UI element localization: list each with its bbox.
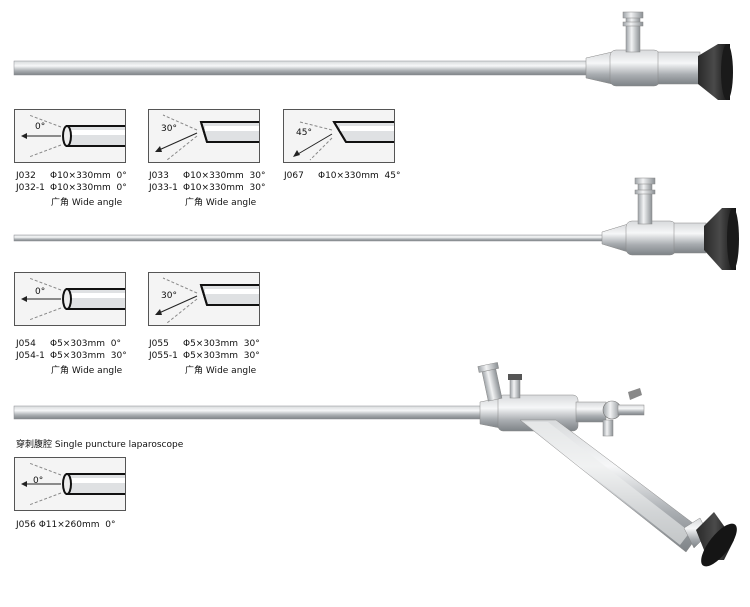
model-code: J055 xyxy=(149,339,169,349)
angle-label: 45° xyxy=(296,128,312,138)
model-spec-line: J055 Φ5×303mm 30° xyxy=(149,339,260,350)
angle-label: 30° xyxy=(161,124,177,134)
model-code: J056 xyxy=(16,520,36,530)
model-spec: Φ5×303mm 0° xyxy=(50,339,122,349)
model-spec-line: J055-1 Φ5×303mm 30° xyxy=(149,351,260,362)
model-code: J033 xyxy=(149,171,169,181)
model-spec-line: J033-1 Φ10×330mm 30° xyxy=(149,183,265,194)
model-spec-line: J056 Φ11×260mm 0° xyxy=(16,520,115,531)
model-spec: Φ5×303mm 30° xyxy=(50,351,127,361)
wide-angle-note: 广角 Wide angle xyxy=(185,198,257,208)
model-spec-line: J054-1 Φ5×303mm 30° xyxy=(16,351,127,362)
model-code: J032-1 xyxy=(16,183,45,193)
laparoscope-caption: 穿刺腹腔 Single puncture laparoscope xyxy=(16,440,184,450)
lens-diagram-30deg xyxy=(155,114,259,161)
model-spec: Φ10×330mm 0° xyxy=(50,171,127,181)
model-code: J032 xyxy=(16,171,36,181)
lens-diagram-45deg xyxy=(293,121,394,161)
model-spec: Φ10×330mm 30° xyxy=(183,171,266,181)
laparoscope-illustration xyxy=(13,362,737,567)
model-spec-line: J054 Φ5×303mm 0° xyxy=(16,339,121,350)
wide-angle-note: 广角 Wide angle xyxy=(51,366,123,376)
model-spec-line: J032-1 Φ10×330mm 0° xyxy=(16,183,127,194)
model-spec: Φ5×303mm 30° xyxy=(183,351,260,361)
model-spec-line: J033 Φ10×330mm 30° xyxy=(149,171,265,182)
model-spec-line: J032 Φ10×330mm 0° xyxy=(16,171,127,182)
angle-label: 30° xyxy=(161,291,177,301)
model-code: J033-1 xyxy=(149,183,178,193)
model-spec: Φ5×303mm 30° xyxy=(183,339,260,349)
wide-angle-note: 广角 Wide angle xyxy=(185,366,257,376)
view-angle-panel-30deg: 30° xyxy=(148,272,260,326)
model-code: J067 xyxy=(284,171,304,181)
angle-label: 0° xyxy=(33,476,44,486)
lens-diagram-0deg xyxy=(21,114,125,158)
view-angle-panel-30deg: 30° xyxy=(148,109,260,163)
model-code: J055-1 xyxy=(149,351,178,361)
lens-diagram-0deg xyxy=(21,277,125,321)
scope-5mm-illustration xyxy=(13,177,739,270)
lens-diagram-30deg xyxy=(155,277,259,324)
model-spec: Φ10×330mm 45° xyxy=(318,171,401,181)
lens-diagram-0deg xyxy=(21,462,125,506)
model-code: J054 xyxy=(16,339,36,349)
model-spec: Φ11×260mm 0° xyxy=(38,520,116,530)
view-angle-panel-45deg: 45° xyxy=(283,109,395,163)
angle-label: 0° xyxy=(35,287,46,297)
model-code: J054-1 xyxy=(16,351,45,361)
view-angle-panel-0deg: 0° xyxy=(14,109,126,163)
model-spec-line: J067 Φ10×330mm 45° xyxy=(284,171,400,182)
scope-10mm-illustration xyxy=(13,11,733,100)
view-angle-panel-0deg: 0° xyxy=(14,457,126,511)
wide-angle-note: 广角 Wide angle xyxy=(51,198,123,208)
view-angle-panel-0deg: 0° xyxy=(14,272,126,326)
model-spec: Φ10×330mm 0° xyxy=(50,183,127,193)
angle-label: 0° xyxy=(35,122,46,132)
model-spec: Φ10×330mm 30° xyxy=(183,183,266,193)
